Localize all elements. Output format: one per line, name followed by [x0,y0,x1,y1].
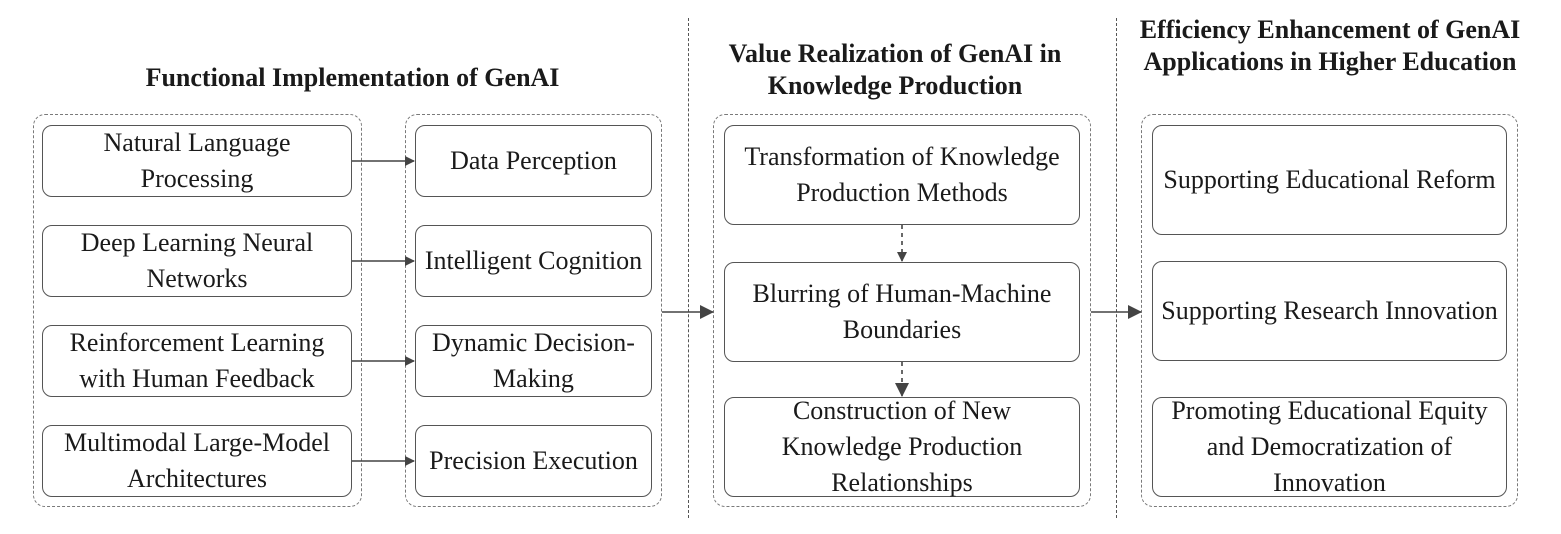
enhancement-label: Supporting Educational Reform [1163,165,1496,194]
functions-group [405,114,662,507]
function-box: Intelligent Cognition [415,225,652,297]
technology-box: Natural Language Processing [42,125,352,197]
technology-box: Multimodal Large-Model Architectures [42,425,352,497]
value-label: Transformation of Knowledge Production M… [744,142,1060,207]
technology-label: Deep Learning Neural Networks [80,228,314,293]
function-box: Dynamic Decision-Making [415,325,652,397]
value-box: Construction of New Knowledge Production… [724,396,1080,497]
enhancement-box: Supporting Research Innovation [1152,261,1507,361]
section-divider [688,18,689,518]
function-label: Precision Execution [429,446,638,475]
value-box: Transformation of Knowledge Production M… [724,125,1080,225]
technology-box: Deep Learning Neural Networks [42,225,352,297]
function-box: Data Perception [415,125,652,197]
value-box: Blurring of Human-Machine Boundaries [724,262,1080,362]
value-label: Construction of New Knowledge Production… [781,396,1023,497]
technology-box: Reinforcement Learning with Human Feedba… [42,325,352,397]
technology-label: Natural Language Processing [103,128,291,193]
section-heading-functional: Functional Implementation of GenAI [145,63,560,92]
section-heading-value: Value Realization of GenAI in Knowledge … [728,39,1062,100]
function-label: Data Perception [450,146,617,175]
function-box: Precision Execution [415,425,652,497]
enhancement-label: Promoting Educational Equity and Democra… [1171,396,1488,497]
section-heading-efficiency: Efficiency Enhancement of GenAI Applicat… [1139,15,1521,76]
technology-label: Multimodal Large-Model Architectures [64,428,330,493]
function-label: Dynamic Decision-Making [432,328,635,393]
section-divider [1116,18,1117,518]
function-label: Intelligent Cognition [424,246,643,275]
technology-label: Reinforcement Learning with Human Feedba… [69,328,325,393]
technologies-group [33,114,362,507]
enhancement-box: Promoting Educational Equity and Democra… [1152,396,1507,497]
enhancement-label: Supporting Research Innovation [1161,296,1498,325]
enhancement-box: Supporting Educational Reform [1152,125,1507,235]
value-label: Blurring of Human-Machine Boundaries [752,279,1052,344]
